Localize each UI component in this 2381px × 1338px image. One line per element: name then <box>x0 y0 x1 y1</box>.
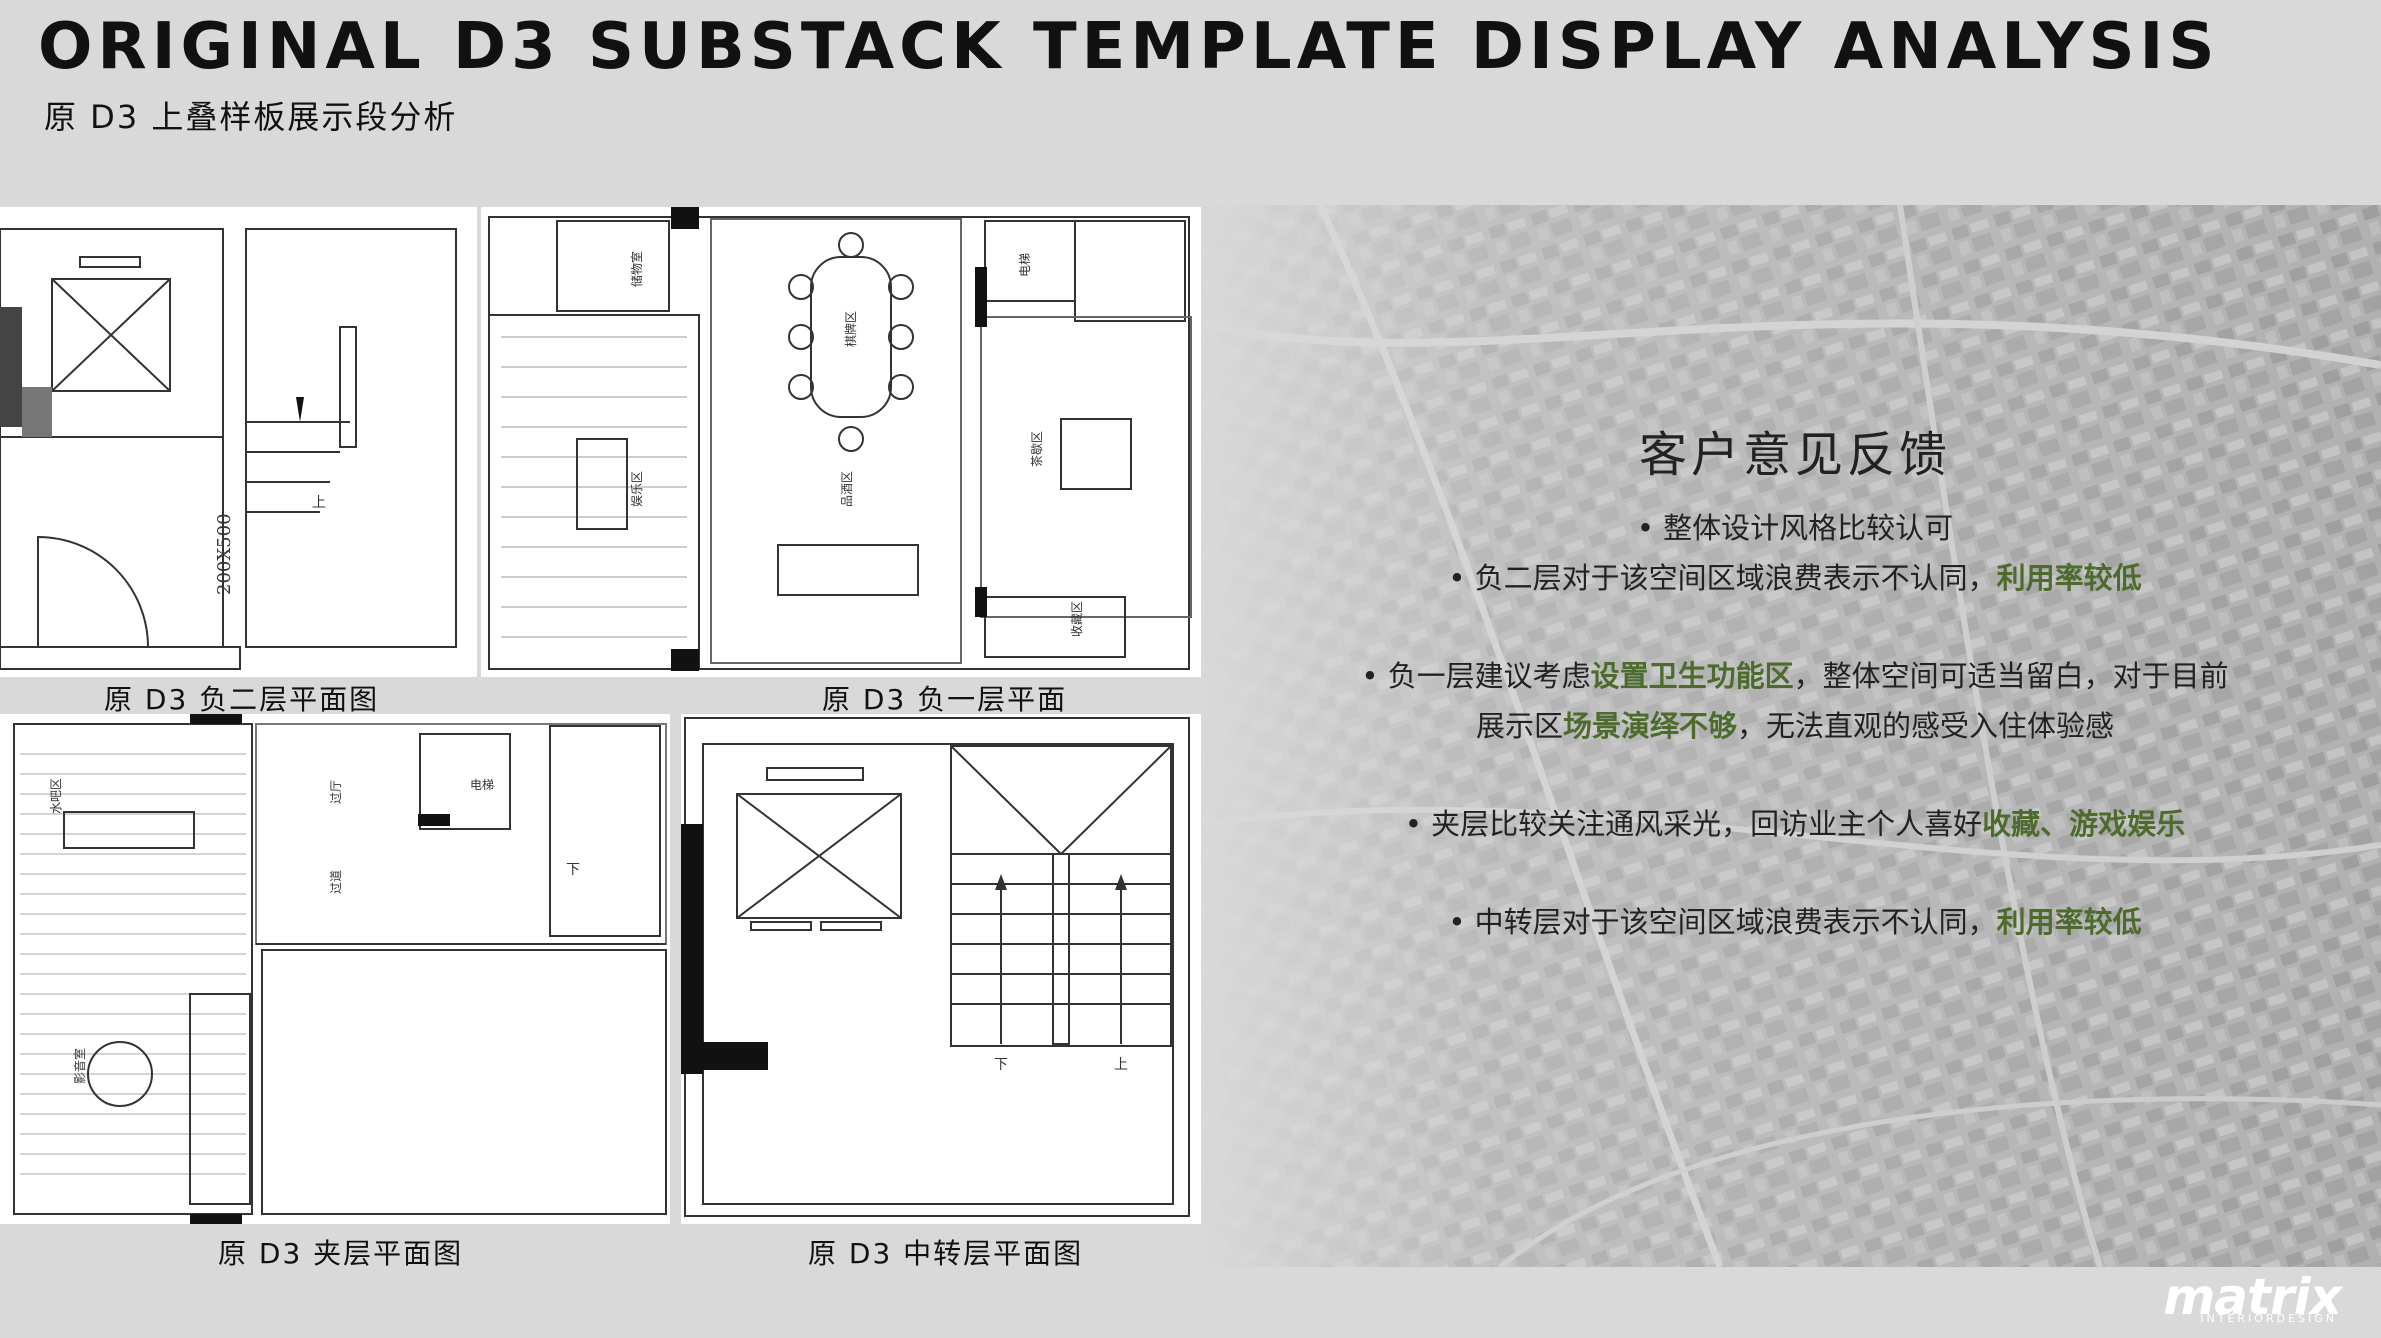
client-feedback: 客户意见反馈 • 整体设计风格比较认可 • 负二层对于该空间区域浪费表示不认同，… <box>1270 415 2320 947</box>
floor-plan-mezzanine-drawing: 水吧区 过厅 过道 电梯 影音室 下 <box>13 714 667 1224</box>
feedback-item-3-line-1: • 负一层建议考虑设置卫生功能区，整体空间可适当留白，对于目前 <box>1361 659 2229 693</box>
b1-kitchen-label: 品酒区 <box>840 471 854 507</box>
floor-plan-b2-drawing: 200X500 上 <box>0 228 457 670</box>
aerial-map-background <box>1200 205 2381 1267</box>
mezz-elevator-label: 电梯 <box>470 778 494 792</box>
feedback-item-2: • 负二层对于该空间区域浪费表示不认同，利用率较低 <box>1448 561 2142 595</box>
page-title: ORIGINAL D3 SUBSTACK TEMPLATE DISPLAY AN… <box>38 10 2220 84</box>
b1-game-label: 娱乐区 <box>630 471 644 507</box>
transfer-down-label: 下 <box>994 1057 1008 1073</box>
matrix-logo: matrix <box>2163 1268 2342 1326</box>
feedback-title: 客户意见反馈 <box>1638 427 1951 483</box>
mezz-hall-label: 过厅 <box>329 780 343 804</box>
feedback-highlight: 利用率较低 <box>1996 905 2142 939</box>
floor-plan-b2: 200X500 上 <box>0 207 477 677</box>
feedback-highlight: 收藏、游戏娱乐 <box>1982 807 2186 841</box>
footer-bar <box>0 1267 2381 1338</box>
caption-transfer: 原 D3 中转层平面图 <box>808 1237 1084 1270</box>
floor-plan-mezzanine: 水吧区 过厅 过道 电梯 影音室 下 <box>0 714 670 1224</box>
feedback-item-1: • 整体设计风格比较认可 <box>1636 511 1954 545</box>
b1-dining-label: 棋牌区 <box>844 311 858 347</box>
feedback-highlight: 利用率较低 <box>1996 561 2142 595</box>
feedback-highlight: 设置卫生功能区 <box>1590 659 1794 693</box>
floor-plan-transfer: 下 上 <box>681 714 1201 1224</box>
mezz-corridor-label: 过道 <box>329 870 343 894</box>
mezz-av-label: 影音室 <box>72 1048 87 1084</box>
header: ORIGINAL D3 SUBSTACK TEMPLATE DISPLAY AN… <box>0 0 2381 205</box>
feedback-highlight: 场景演绎不够 <box>1562 709 1737 743</box>
caption-mezzanine: 原 D3 夹层平面图 <box>218 1237 464 1270</box>
b1-lounge-label: 茶歇区 <box>1029 431 1044 467</box>
mezz-down-label: 下 <box>566 862 580 878</box>
mezz-tea-label: 水吧区 <box>49 778 63 814</box>
transfer-up-label: 上 <box>1114 1057 1128 1073</box>
feedback-item-5: • 中转层对于该空间区域浪费表示不认同，利用率较低 <box>1448 905 2142 939</box>
caption-b1: 原 D3 负一层平面 <box>822 683 1068 716</box>
aerial-map-texture <box>1200 205 2381 1267</box>
floor-plan-b1-drawing: 娱乐区 储物室 棋牌区 品酒区 电梯 茶歇区 收藏区 <box>488 207 1192 671</box>
feedback-item-3-line-2: 展示区场景演绎不够，无法直观的感受入住体验感 <box>1475 709 2115 743</box>
b1-storage-label: 储物室 <box>629 251 644 287</box>
b1-elevator-label: 电梯 <box>1018 253 1032 277</box>
caption-b2: 原 D3 负二层平面图 <box>104 683 380 716</box>
page-subtitle: 原 D3 上叠样板展示段分析 <box>44 98 458 136</box>
b1-closet-label: 收藏区 <box>1070 601 1084 637</box>
b2-up-label: 上 <box>312 495 326 511</box>
matrix-logo-subtitle: INTERIORDESIGN <box>2200 1312 2337 1325</box>
b2-dimension: 200X500 <box>214 513 235 595</box>
floor-plan-b1: 娱乐区 储物室 棋牌区 品酒区 电梯 茶歇区 收藏区 <box>481 207 1201 677</box>
feedback-item-4: • 夹层比较关注通风采光，回访业主个人喜好收藏、游戏娱乐 <box>1404 807 2186 841</box>
floor-plan-transfer-drawing: 下 上 <box>681 717 1190 1217</box>
